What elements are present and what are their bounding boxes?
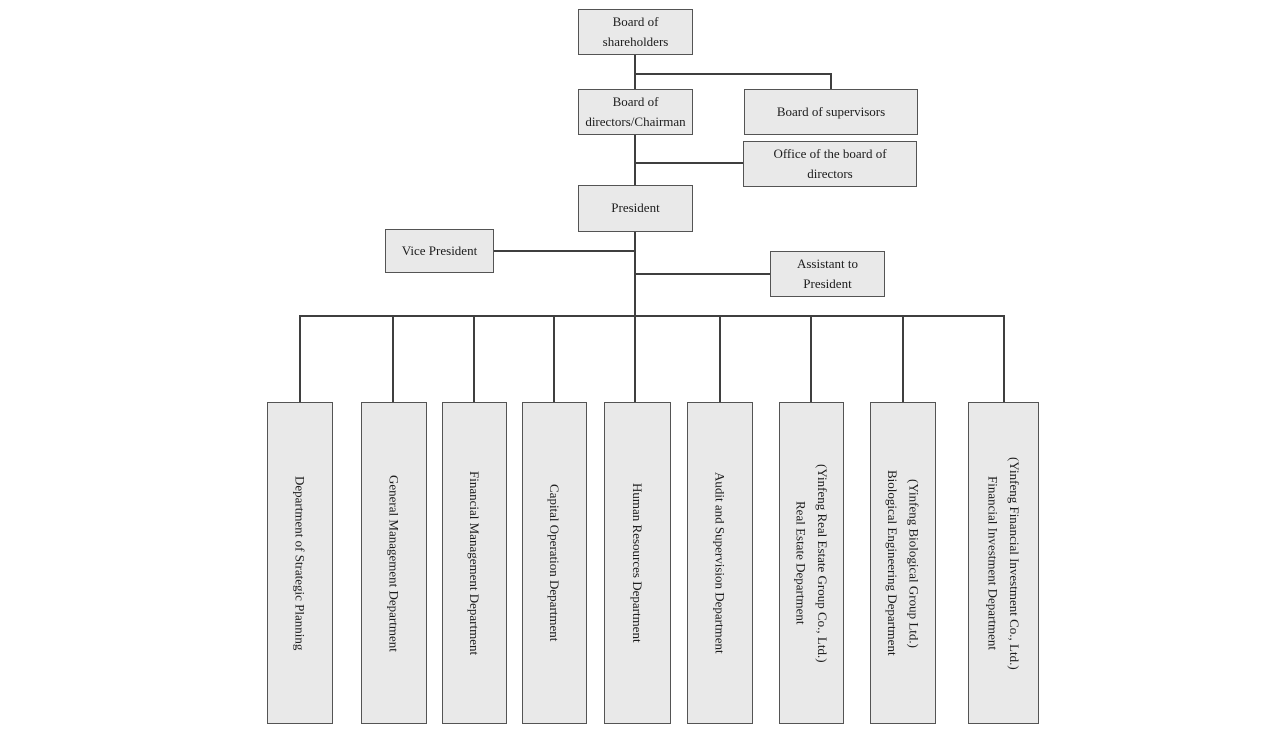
connector-drop-3 bbox=[473, 315, 475, 402]
connector-drop-9 bbox=[1003, 315, 1005, 402]
dept-general-management: General Management Department bbox=[361, 402, 427, 724]
dept-label: Financial Investment Department bbox=[985, 475, 1001, 650]
connector-to-supervisors-v bbox=[830, 73, 832, 89]
dept-label: Capital Operation Department bbox=[547, 484, 563, 642]
connector-trunk bbox=[299, 315, 1005, 317]
node-label: directors bbox=[807, 166, 853, 181]
node-label: Assistant to bbox=[796, 255, 859, 271]
dept-label: Audit and Supervision Department bbox=[712, 472, 728, 654]
node-board-of-shareholders: Board of shareholders bbox=[578, 9, 693, 55]
dept-capital-operation: Capital Operation Department bbox=[522, 402, 587, 724]
node-label: directors/Chairman bbox=[585, 114, 686, 129]
node-vice-president: Vice President bbox=[385, 229, 494, 273]
node-label: President bbox=[611, 200, 660, 216]
node-label: President bbox=[803, 276, 852, 291]
dept-biological-engineering: (Yinfeng Biological Group Ltd.) Biologic… bbox=[870, 402, 936, 724]
node-label: Board of bbox=[612, 13, 659, 29]
connector-drop-4 bbox=[553, 315, 555, 402]
connector-to-board-office bbox=[634, 162, 744, 164]
dept-human-resources: Human Resources Department bbox=[604, 402, 671, 724]
connector-vice-president bbox=[493, 250, 635, 252]
connector-directors-president bbox=[634, 135, 636, 185]
node-board-of-supervisors: Board of supervisors bbox=[744, 89, 918, 135]
dept-label: General Management Department bbox=[386, 474, 402, 652]
dept-financial-management: Financial Management Department bbox=[442, 402, 507, 724]
connector-shareholders-down bbox=[634, 55, 636, 89]
dept-company-label: (Yinfeng Biological Group Ltd.) bbox=[906, 478, 922, 648]
node-president: President bbox=[578, 185, 693, 232]
connector-drop-2 bbox=[392, 315, 394, 402]
node-label: Vice President bbox=[401, 242, 478, 258]
node-assistant-to-president: Assistant to President bbox=[770, 251, 885, 297]
connector-assistant bbox=[634, 273, 771, 275]
node-label: shareholders bbox=[602, 34, 669, 49]
dept-audit-supervision: Audit and Supervision Department bbox=[687, 402, 753, 724]
dept-strategic-planning: Department of Strategic Planning bbox=[267, 402, 333, 724]
dept-label: Biological Engineering Department bbox=[885, 470, 900, 656]
dept-label: Human Resources Department bbox=[630, 483, 646, 643]
dept-company-label: (Yinfeng Real Estate Group Co., Ltd.) bbox=[814, 463, 830, 663]
dept-financial-investment: (Yinfeng Financial Investment Co., Ltd.)… bbox=[968, 402, 1039, 724]
dept-real-estate: (Yinfeng Real Estate Group Co., Ltd.) Re… bbox=[779, 402, 844, 724]
node-label: Board of bbox=[612, 93, 659, 109]
connector-to-supervisors-h bbox=[634, 73, 832, 75]
connector-drop-6 bbox=[719, 315, 721, 402]
node-label: Board of supervisors bbox=[776, 103, 886, 119]
node-board-of-directors: Board of directors/Chairman bbox=[578, 89, 693, 135]
dept-label: Department of Strategic Planning bbox=[292, 475, 308, 651]
connector-drop-8 bbox=[902, 315, 904, 402]
node-office-of-the-board: Office of the board of directors bbox=[743, 141, 917, 187]
dept-label: Real Estate Department bbox=[793, 501, 809, 625]
connector-drop-1 bbox=[299, 315, 301, 402]
connector-drop-7 bbox=[810, 315, 812, 402]
dept-company-label: (Yinfeng Financial Investment Co., Ltd.) bbox=[1006, 456, 1022, 670]
node-label: Office of the board of bbox=[773, 145, 887, 161]
dept-label: Financial Management Department bbox=[467, 470, 483, 656]
